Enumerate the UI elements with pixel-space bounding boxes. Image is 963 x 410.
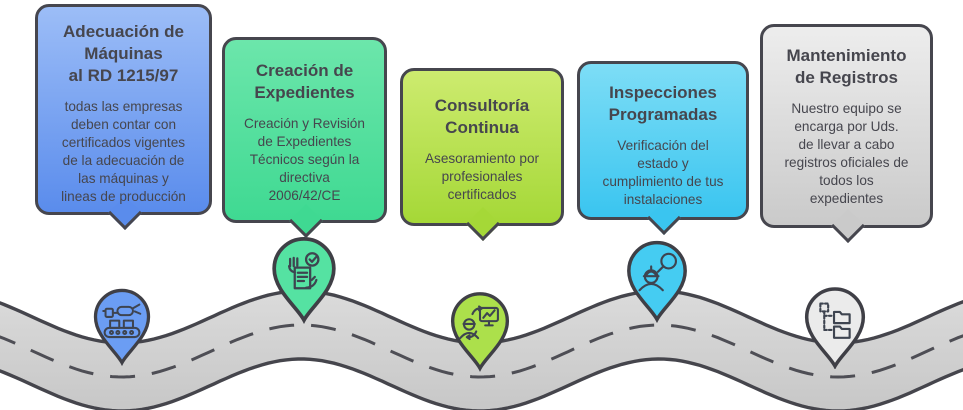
stage-description: Creación y Revisión de Expedientes Técni… xyxy=(244,116,365,203)
map-pin-consultoria-continua xyxy=(447,291,513,372)
stage-title: Adecuación de Máquinas al RD 1215/97 xyxy=(63,22,184,86)
stage-title: Consultoría Continua xyxy=(434,96,530,138)
stage-card-creacion-expedientes: Creación de Expedientes Creación y Revis… xyxy=(222,37,387,238)
map-pin-mantenimiento-registros xyxy=(800,287,870,369)
stage-description: Nuestro equipo se encarga por Uds. de ll… xyxy=(784,101,909,206)
stage-description: Asesoramiento por profesionales certific… xyxy=(424,151,540,203)
map-pin-creacion-expedientes xyxy=(268,236,340,324)
stage-description: todas las empresas deben contar con cert… xyxy=(61,99,186,204)
document-hands-check-icon xyxy=(287,252,320,290)
folder-tree-icon xyxy=(819,302,851,339)
stage-card-adecuacion-maquinas: Adecuación de Máquinas al RD 1215/97 tod… xyxy=(35,4,212,230)
road-bottom-edge xyxy=(0,357,963,410)
person-monitor-sync-icon xyxy=(459,305,499,341)
machine-conveyor-icon xyxy=(102,303,142,339)
stage-title: Creación de Expedientes xyxy=(254,61,355,103)
person-magnifier-icon xyxy=(638,252,678,292)
map-pin-inspecciones-programadas xyxy=(623,240,691,323)
road-dashed-centerline xyxy=(0,323,963,379)
stage-title: Inspecciones Programadas xyxy=(608,83,718,125)
map-pin-adecuacion-maquinas xyxy=(90,288,154,366)
stage-title: Mantenimiento de Registros xyxy=(786,46,907,88)
stage-card-consultoria-continua: Consultoría Continua Asesoramiento por p… xyxy=(400,68,564,241)
stage-card-inspecciones-programadas: Inspecciones Programadas Verificación de… xyxy=(577,61,749,235)
stage-card-mantenimiento-registros: Mantenimiento de Registros Nuestro equip… xyxy=(760,24,933,243)
stage-description: Verificación del estado y cumplimiento d… xyxy=(602,138,724,207)
